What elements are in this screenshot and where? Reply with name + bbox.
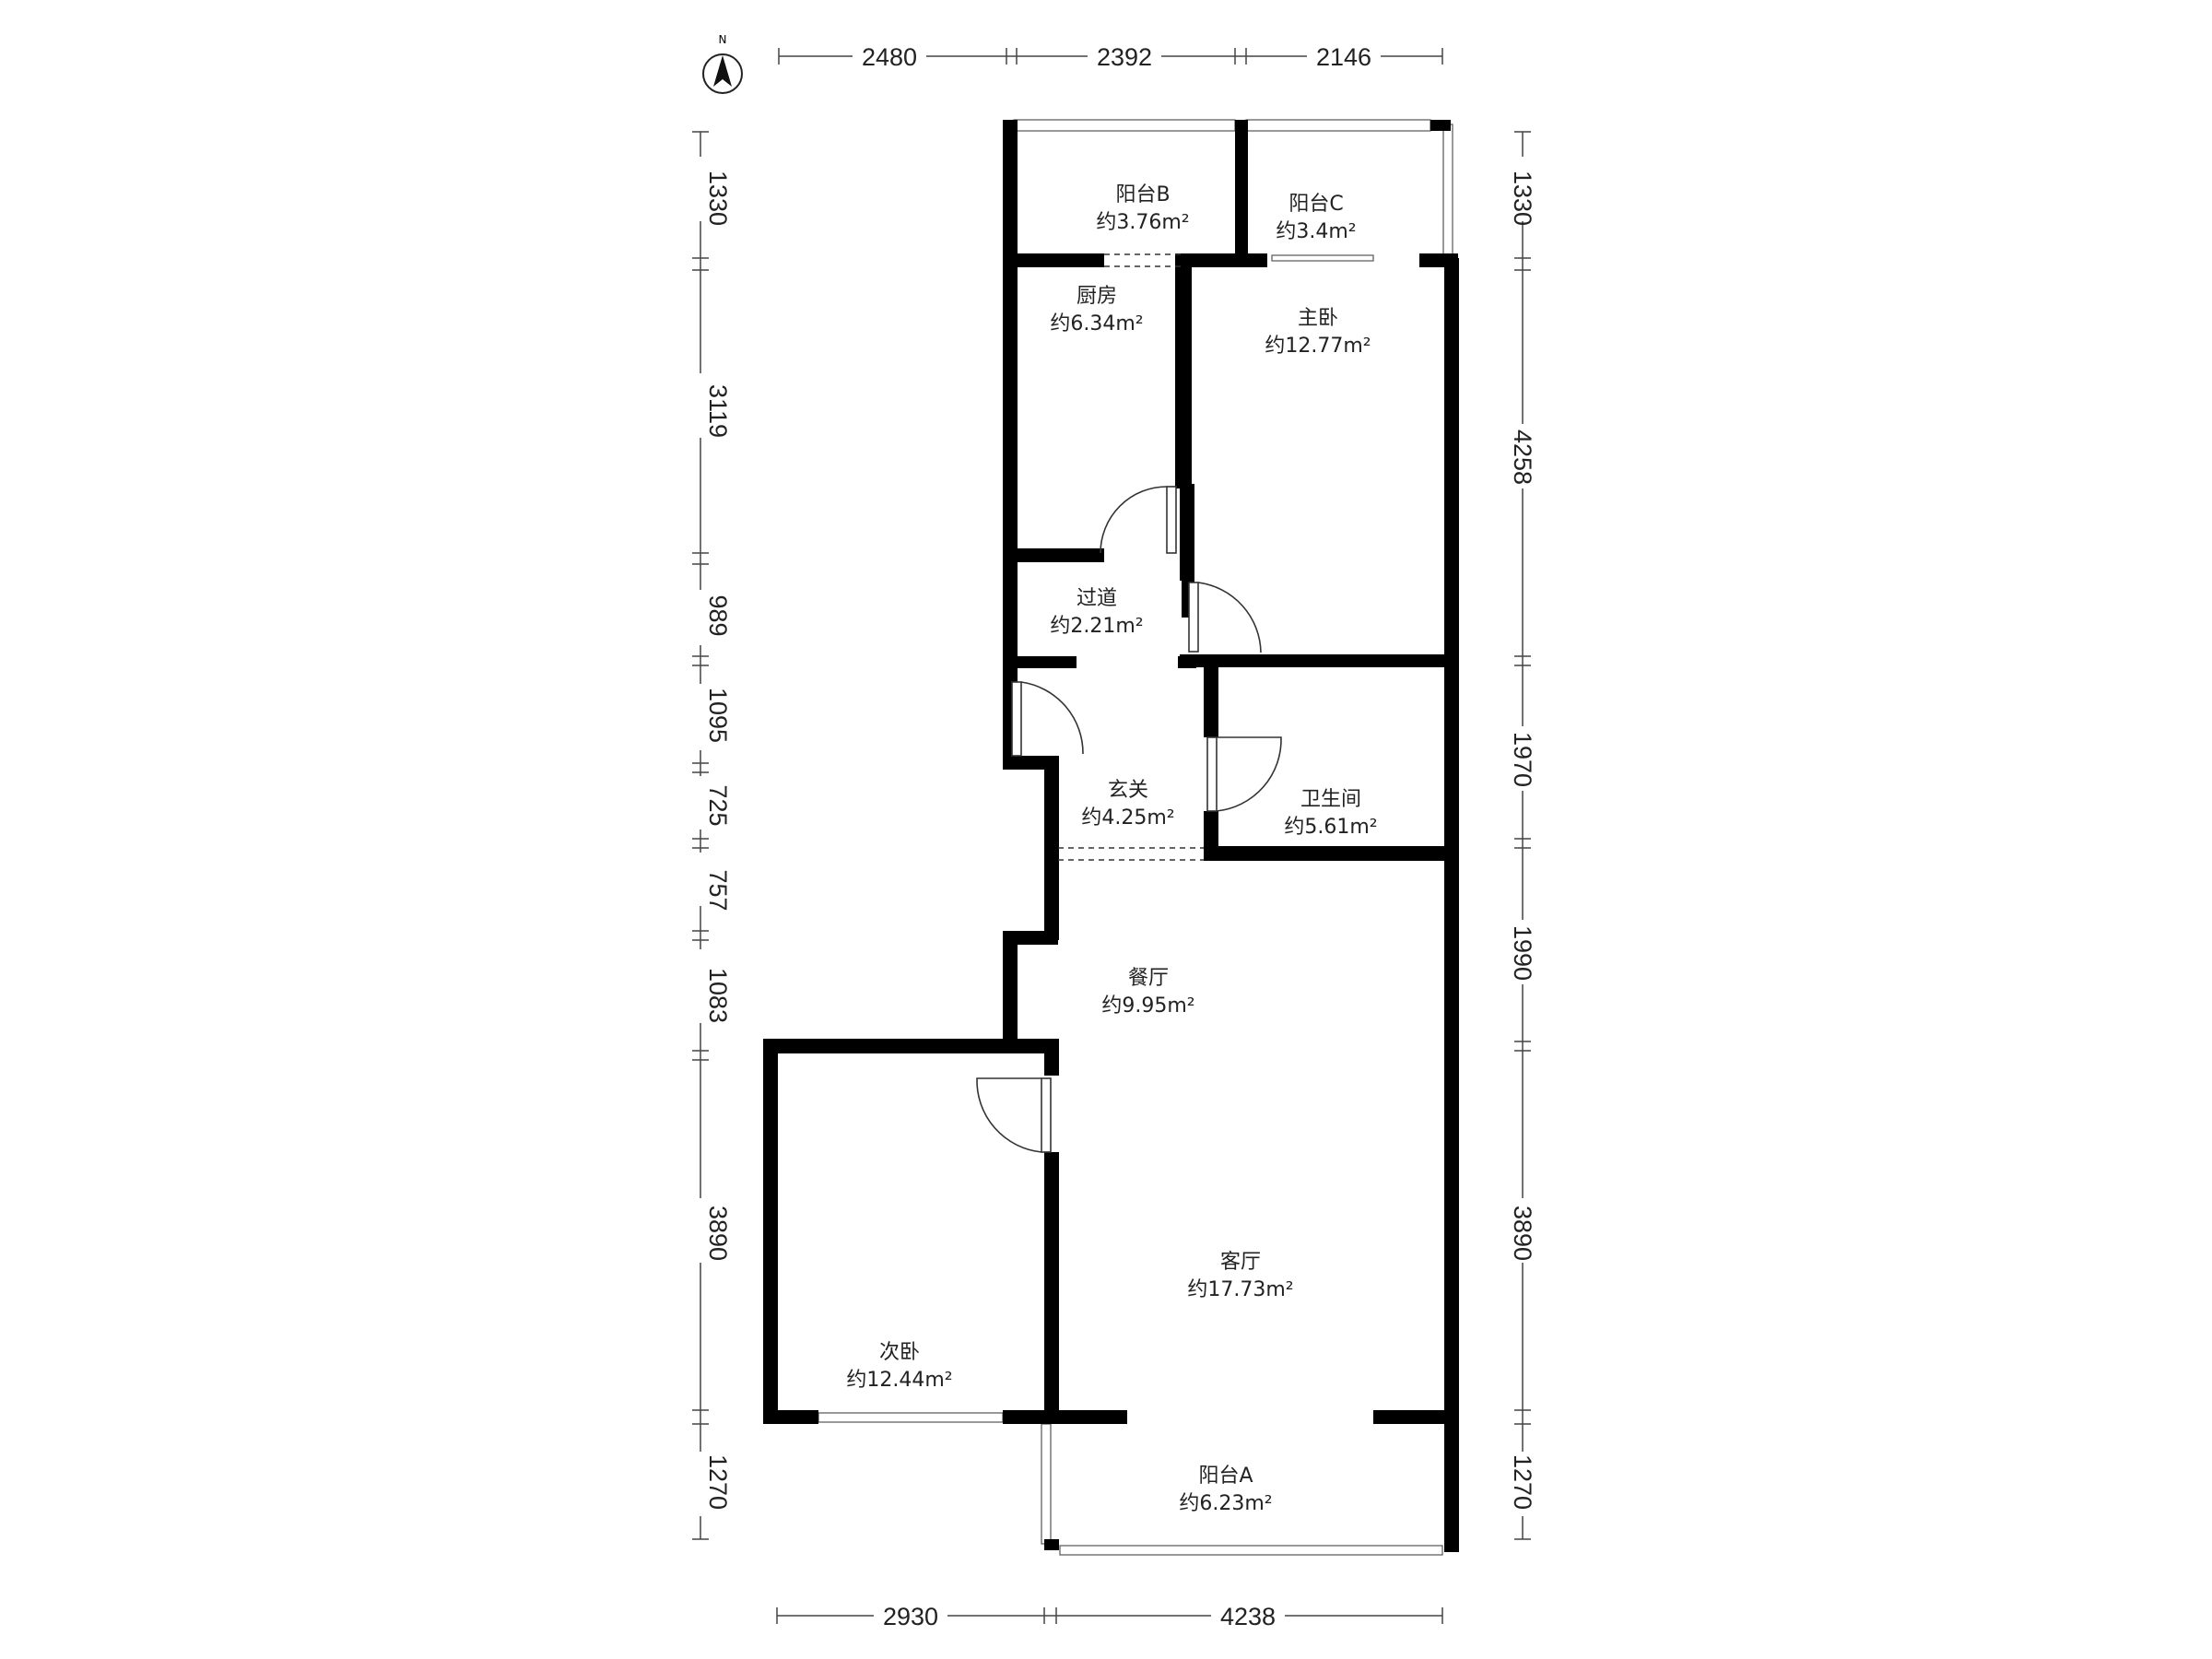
left-dim-5: 725 — [704, 784, 732, 826]
kitchen-door-icon — [1100, 486, 1177, 554]
room-dining: 餐厅 约9.95m² — [1101, 967, 1194, 1018]
walls — [763, 120, 1459, 1552]
compass-label: N — [719, 33, 727, 46]
room-name: 阳台A — [1198, 1465, 1253, 1488]
right-dim-3: 1970 — [1509, 732, 1536, 787]
left-dimensions: 1330 3119 989 1095 725 757 1083 3890 127… — [687, 131, 732, 1540]
room-name: 餐厅 — [1128, 967, 1169, 990]
bottom-dim-2: 4238 — [1220, 1603, 1276, 1630]
room-name: 过道 — [1077, 587, 1117, 610]
room-name: 阳台B — [1115, 183, 1170, 206]
doors — [976, 486, 1282, 1153]
top-dim-2: 2392 — [1097, 43, 1152, 71]
left-dim-9: 1270 — [704, 1454, 732, 1510]
room-area: 约12.44m² — [846, 1369, 952, 1392]
left-dim-1: 1330 — [704, 171, 732, 226]
left-dim-4: 1095 — [704, 688, 732, 743]
bottom-dimensions: 2930 4238 — [776, 1602, 1443, 1630]
right-dim-2: 4258 — [1509, 429, 1536, 485]
room-area: 约17.73m² — [1187, 1278, 1293, 1301]
room-area: 约9.95m² — [1101, 994, 1194, 1018]
right-dim-1: 1330 — [1509, 171, 1536, 226]
top-dim-1: 2480 — [862, 43, 917, 71]
left-dim-6: 757 — [704, 869, 732, 911]
room-name: 厨房 — [1077, 285, 1117, 308]
top-dim-3: 2146 — [1316, 43, 1371, 71]
room-area: 约2.21m² — [1050, 615, 1143, 638]
room-foyer: 玄关 约4.25m² — [1081, 779, 1174, 830]
room-balcony-b: 阳台B 约3.76m² — [1096, 183, 1189, 234]
room-name: 阳台C — [1288, 193, 1343, 216]
right-dimensions: 1330 4258 1970 1990 3890 1270 — [1509, 131, 1536, 1540]
room-master-bedroom: 主卧 约12.77m² — [1265, 307, 1371, 358]
room-name: 卫生间 — [1300, 788, 1361, 811]
left-dim-2: 3119 — [704, 384, 732, 438]
second-bedroom-door-icon — [976, 1077, 1052, 1153]
right-dim-5: 3890 — [1509, 1206, 1536, 1261]
left-dim-3: 989 — [704, 594, 732, 636]
room-area: 约6.34m² — [1050, 312, 1143, 335]
right-dim-4: 1990 — [1509, 925, 1536, 981]
north-compass-icon: N — [702, 33, 743, 94]
room-balcony-c: 阳台C 约3.4m² — [1276, 193, 1356, 243]
top-dimensions: 2480 2392 2146 — [778, 42, 1443, 71]
room-balcony-a: 阳台A 约6.23m² — [1179, 1465, 1272, 1515]
room-corridor: 过道 约2.21m² — [1050, 587, 1143, 638]
right-dim-6: 1270 — [1509, 1454, 1536, 1510]
room-area: 约4.25m² — [1081, 806, 1174, 830]
room-bathroom: 卫生间 约5.61m² — [1284, 788, 1377, 839]
room-name: 玄关 — [1108, 779, 1148, 802]
bathroom-door-icon — [1206, 736, 1282, 812]
room-area: 约3.4m² — [1276, 220, 1356, 243]
master-bedroom-door-icon — [1188, 582, 1262, 653]
open-passages — [1058, 253, 1204, 861]
room-second-bedroom: 次卧 约12.44m² — [846, 1341, 952, 1392]
room-name: 主卧 — [1298, 307, 1338, 330]
left-dim-8: 3890 — [704, 1206, 732, 1261]
room-area: 约6.23m² — [1179, 1492, 1272, 1515]
room-area: 约12.77m² — [1265, 335, 1371, 358]
room-living: 客厅 约17.73m² — [1187, 1251, 1293, 1301]
foyer-door-icon — [1011, 681, 1084, 757]
room-name: 客厅 — [1220, 1251, 1261, 1274]
bottom-dim-1: 2930 — [883, 1603, 938, 1630]
room-name: 次卧 — [879, 1341, 920, 1364]
room-kitchen: 厨房 约6.34m² — [1050, 285, 1143, 335]
room-area: 约5.61m² — [1284, 816, 1377, 839]
room-labels: 阳台B 约3.76m² 阳台C 约3.4m² 厨房 约6.34m² 主卧 约12… — [846, 183, 1377, 1515]
room-area: 约3.76m² — [1096, 211, 1189, 234]
windows — [818, 119, 1453, 1556]
left-dim-7: 1083 — [704, 968, 732, 1023]
